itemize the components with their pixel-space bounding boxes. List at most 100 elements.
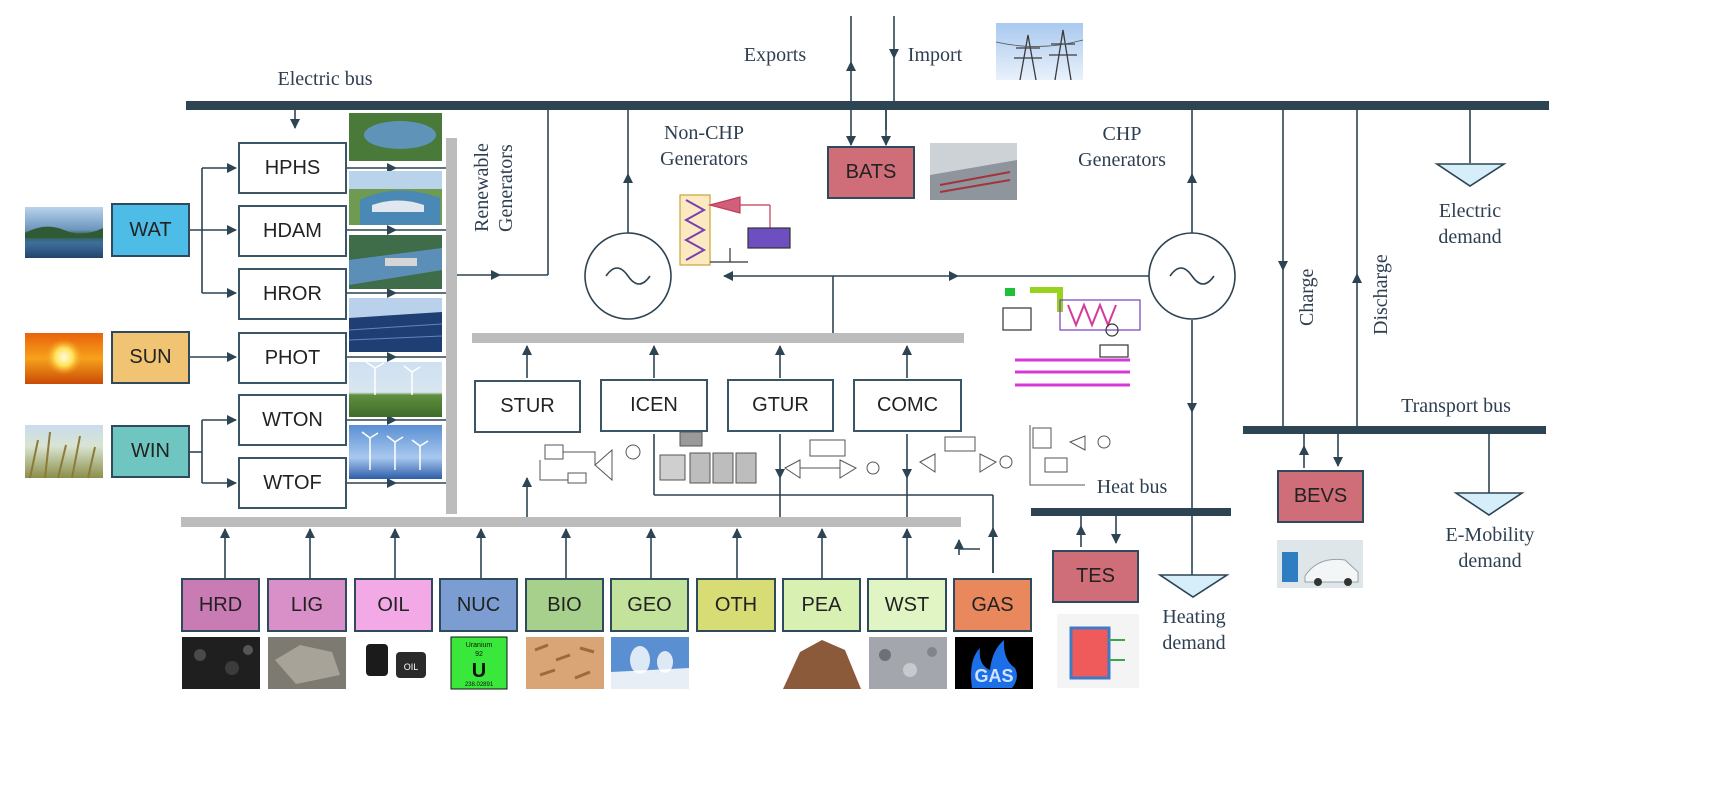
- heat-bus-label: Heat bus: [1096, 476, 1168, 498]
- uranium-name: Uranium: [466, 642, 493, 649]
- coal-photo: [182, 637, 260, 689]
- ice-engine-sketch: [659, 431, 757, 484]
- gas-flame-photo: GAS: [955, 637, 1033, 689]
- fuel-bio: BIO: [525, 578, 604, 632]
- electric-bus-label: Electric bus: [277, 68, 373, 90]
- rankine-cycle-sketch: [679, 194, 791, 266]
- fuel-geo: GEO: [610, 578, 689, 632]
- transport-bus-label: Transport bus: [1401, 395, 1511, 417]
- transport-bus: [1243, 426, 1546, 434]
- pylons-photo: [995, 23, 1084, 81]
- import-label: Import: [907, 44, 963, 66]
- fuel-lig: LIG: [267, 578, 347, 632]
- thermal-gtur: GTUR: [727, 379, 834, 432]
- renewable-label-line2: Generators: [495, 144, 517, 232]
- thermal-comc: COMC: [853, 379, 962, 432]
- fuel-gas: GAS: [953, 578, 1032, 632]
- renewable-phot: PHOT: [238, 332, 347, 384]
- emobility-demand-label: E-Mobility demand: [1430, 522, 1550, 574]
- resource-sun: SUN: [111, 331, 190, 384]
- emobility-demand-line1: E-Mobility: [1445, 524, 1535, 546]
- non-chp-label: Non-CHP Generators: [640, 120, 768, 172]
- storage-connectors: [846, 110, 1490, 547]
- sun-photo: [25, 333, 103, 384]
- steam-turbine-sketch: [539, 444, 641, 484]
- chp-label: CHP Generators: [1062, 121, 1182, 173]
- thermal-icen: ICEN: [600, 379, 708, 432]
- renewable-connectors: [190, 110, 549, 488]
- thermal-output-bus: [472, 333, 964, 343]
- storage-tes: TES: [1052, 550, 1139, 603]
- oil-barrel-text: OIL: [404, 662, 419, 672]
- electric-demand-symbol: [1434, 163, 1507, 187]
- uranium-tile: Uranium 92 U 238.02891: [450, 636, 508, 690]
- combined-cycle-gas-sketch: [919, 425, 1111, 486]
- heating-demand-line1: Heating: [1162, 606, 1226, 628]
- storage-bats: BATS: [827, 146, 915, 199]
- electric-demand-line2: demand: [1438, 226, 1502, 248]
- discharge-label: Discharge: [1370, 254, 1392, 335]
- heating-demand-line2: demand: [1162, 632, 1226, 654]
- heating-demand-symbol: [1157, 574, 1230, 598]
- renewable-hdam: HDAM: [238, 205, 347, 257]
- renewable-collector-bus: [446, 138, 457, 514]
- renewable-wtof: WTOF: [238, 457, 347, 509]
- fuel-oil: OIL: [354, 578, 433, 632]
- emobility-demand-line2: demand: [1458, 550, 1522, 572]
- battery-room-photo: [930, 143, 1017, 200]
- non-chp-label-line2: Generators: [660, 148, 748, 170]
- hphs-photo: [349, 113, 442, 161]
- non-chp-label-line1: Non-CHP: [663, 122, 744, 144]
- renewable-label-line1: Renewable: [471, 143, 493, 232]
- uranium-symbol: U: [472, 660, 486, 682]
- fuel-hrd: HRD: [181, 578, 260, 632]
- exports-label: Exports: [743, 44, 807, 66]
- renewable-hphs: HPHS: [238, 142, 347, 194]
- resource-wat: WAT: [111, 203, 190, 257]
- hdam-photo: [349, 171, 442, 225]
- thermal-storage-photo: [1057, 614, 1139, 688]
- thermal-connectors: [522, 110, 1197, 575]
- fuel-nuc: NUC: [439, 578, 518, 632]
- waste-photo: [869, 637, 947, 689]
- chp-generator-symbol: [1148, 232, 1236, 320]
- chp-label-line1: CHP: [1102, 123, 1142, 145]
- renewable-hror: HROR: [238, 268, 347, 320]
- lignite-photo: [268, 637, 346, 689]
- hror-photo: [349, 235, 442, 289]
- fuel-supply-bus: [181, 517, 961, 527]
- storage-bevs: BEVS: [1277, 470, 1364, 523]
- combined-cycle-sketch: [1002, 287, 1141, 387]
- wtof-photo: [349, 425, 442, 479]
- wind-grass-photo: [25, 425, 103, 479]
- non-chp-generator-symbol: [584, 232, 672, 320]
- emobility-demand-symbol: [1453, 492, 1525, 516]
- resource-win: WIN: [111, 425, 190, 478]
- fuel-oth: OTH: [696, 578, 776, 632]
- renewable-generators-label: Renewable Generators: [470, 132, 518, 232]
- charge-label: Charge: [1296, 268, 1318, 326]
- export-import-lines: [846, 16, 899, 101]
- electric-demand-label: Electric demand: [1420, 198, 1520, 250]
- uranium-mass: 238.02891: [465, 682, 494, 688]
- ev-charging-photo: [1277, 540, 1363, 588]
- wton-photo: [349, 361, 442, 417]
- water-photo: [25, 207, 103, 258]
- geothermal-photo: [611, 637, 689, 689]
- chp-label-line2: Generators: [1078, 149, 1166, 171]
- heating-demand-label: Heating demand: [1146, 604, 1242, 656]
- gas-flame-text: GAS: [974, 666, 1013, 686]
- heat-bus: [1031, 508, 1231, 516]
- electric-bus: [186, 101, 1549, 110]
- renewable-wton: WTON: [238, 394, 347, 446]
- peat-photo: [783, 637, 861, 689]
- fuel-connectors: [220, 528, 912, 578]
- gas-turbine-sketch: [784, 439, 880, 479]
- electric-demand-line1: Electric: [1438, 200, 1502, 222]
- phot-photo: [348, 298, 443, 352]
- oil-barrels-photo: OIL: [356, 637, 434, 689]
- thermal-stur: STUR: [474, 380, 581, 433]
- fuel-wst: WST: [867, 578, 947, 632]
- fuel-pea: PEA: [782, 578, 861, 632]
